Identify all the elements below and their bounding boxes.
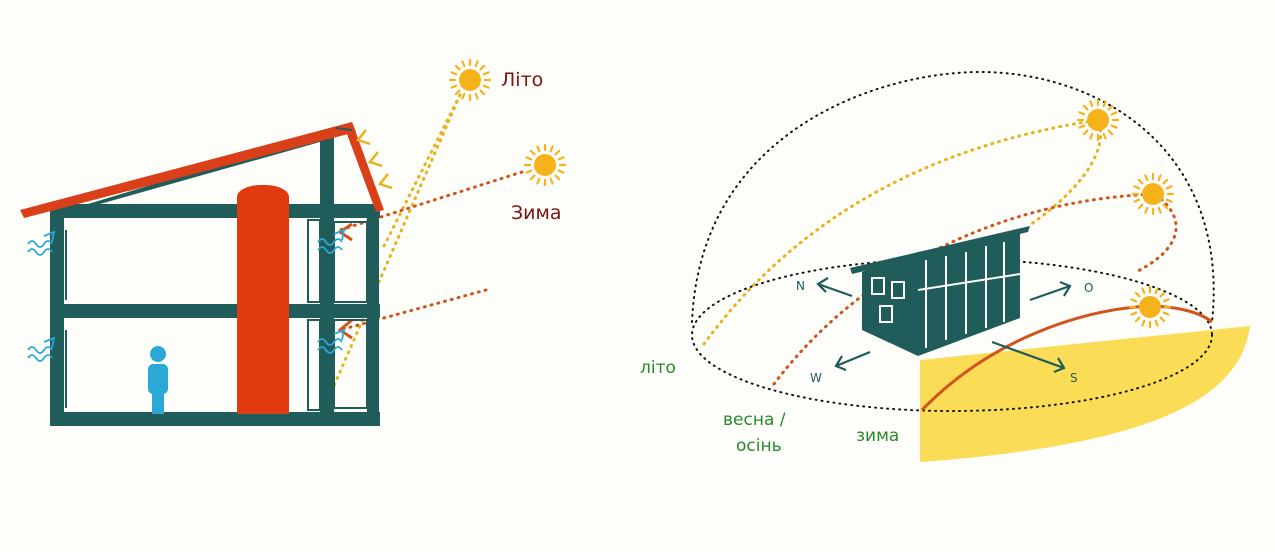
compass-north: N	[796, 279, 805, 293]
house-cross-section: Літо Зима	[20, 58, 567, 426]
compass-south: S	[1070, 371, 1078, 385]
roof	[20, 122, 384, 218]
winter-sun-icon	[523, 143, 567, 187]
isometric-house	[850, 226, 1030, 356]
winter-label: Зима	[511, 202, 562, 224]
building-frame	[50, 130, 380, 426]
ground-surface	[920, 326, 1250, 462]
season-label-spring-autumn-2: осінь	[736, 436, 782, 456]
winter-sun-rays	[338, 170, 524, 332]
equinox-sun-path	[772, 192, 1178, 386]
summer-sun-icon	[1076, 98, 1120, 142]
season-label-spring-autumn-1: весна /	[723, 410, 786, 430]
compass-arrows	[816, 277, 1072, 374]
winter-sun-icon	[1128, 285, 1172, 329]
winter-arrow-lower	[337, 318, 353, 340]
person-icon	[148, 346, 168, 414]
season-label-summer: літо	[640, 358, 676, 378]
summer-sun-icon	[448, 58, 492, 102]
summer-sun-path	[702, 118, 1103, 346]
summer-arrows-blocked	[355, 129, 393, 190]
facade-windows	[65, 219, 368, 411]
compass-west: W	[810, 371, 822, 385]
sky-dome	[691, 70, 1215, 323]
sun-path-diagram: N O S W літо весна / осінь зима	[640, 70, 1250, 462]
heat-storage-tank	[237, 185, 289, 414]
summer-sun-rays	[328, 93, 462, 397]
equinox-sun-icon	[1131, 172, 1175, 216]
winter-sun-path	[920, 304, 1213, 412]
season-label-winter: зима	[856, 426, 899, 446]
summer-label: Літо	[501, 69, 543, 91]
compass-east: O	[1084, 281, 1093, 295]
